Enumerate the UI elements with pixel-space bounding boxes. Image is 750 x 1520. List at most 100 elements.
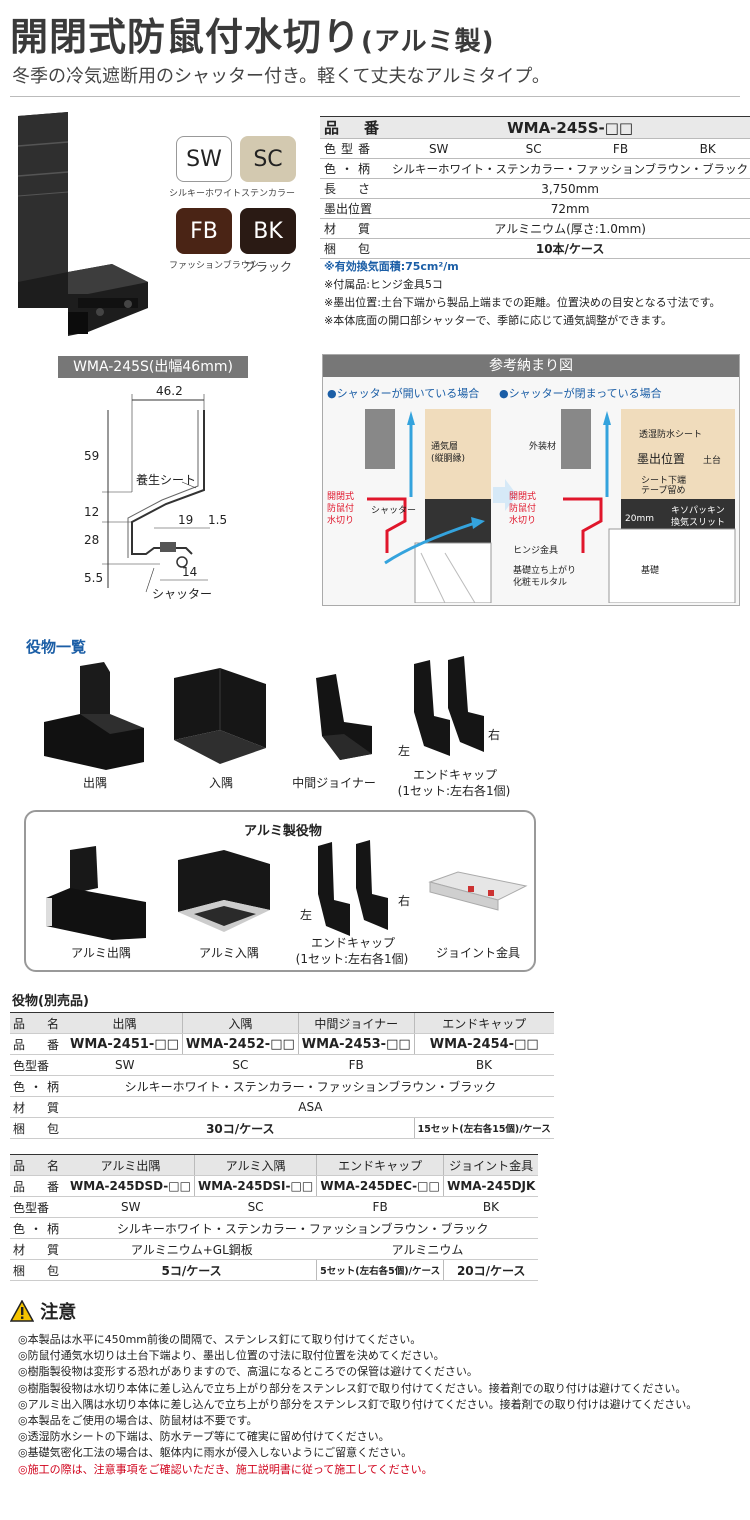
spec-label-material: 材 質	[320, 218, 389, 239]
t1-colorcode-label: 色型番	[10, 1054, 68, 1076]
label-mortar: 基礎立ち上がり	[513, 564, 576, 576]
reference-diagram: 参考納まり図 ●シャッターが開いている場合 ●シャッターが閉まっている場合 通気…	[322, 354, 740, 606]
acc-endcap-sub: (1セット:左右各1個)	[397, 784, 511, 798]
note-mark: ※墨出位置:土台下端から製品上端までの距離。位置決めの目安となる寸法です。	[324, 296, 721, 309]
t1-name-1: 入隅	[181, 1012, 299, 1034]
swatch-sc-label: ステンカラー	[240, 189, 295, 199]
label-product-right: 開閉式	[509, 490, 536, 502]
spec-pack: 10本/ケース	[388, 238, 750, 259]
t2-code-2: WMA-245DEC-□□	[316, 1175, 444, 1197]
dim-28: 28	[84, 533, 99, 547]
dim-55: 5.5	[84, 571, 103, 585]
label-packing-2: 換気スリット	[671, 516, 725, 528]
t1-name-label: 品 名	[10, 1012, 68, 1034]
t2-colorcode-2: FB	[316, 1196, 444, 1218]
page-title: 開閉式防鼠付水切り(アルミ製)	[10, 6, 495, 61]
t2-colorcode-label: 色型番	[10, 1196, 68, 1218]
t2-colorcode-1: SC	[194, 1196, 317, 1218]
t1-name-0: 出隅	[67, 1012, 183, 1034]
spec-length: 3,750mm	[388, 178, 750, 199]
t2-code-3: WMA-245DJK	[443, 1175, 539, 1197]
t2-colorcode-0: SW	[67, 1196, 195, 1218]
caution-item: ◎本製品は水平に450mm前後の間隔で、ステンレス釘にて取り付けてください。	[18, 1333, 422, 1346]
alu-endcap-right-mark: 右	[398, 894, 411, 908]
profile-diagram: 46.2 59 12 28 5.5 養生シート 19 1.5 14 シャッター	[84, 384, 227, 601]
aluminum-accessories-box	[24, 810, 536, 972]
alu-acc-joint: ジョイント金具	[435, 946, 520, 960]
t1-code-2: WMA-2453-□□	[297, 1033, 415, 1055]
t2-material-b: アルミニウム	[316, 1238, 539, 1260]
label-vent: 通気層	[431, 440, 458, 452]
label-outer: 外装材	[529, 440, 556, 452]
label-shutter-ref: シャッター	[371, 505, 416, 516]
caution-item: ◎防鼠付通気水切りは土台下端より、墨出し位置の寸法に取付位置を決めてください。	[18, 1349, 445, 1363]
accessory-table-resin: 品 名 出隅 入隅 中間ジョイナー エンドキャップ 品 番 WMA-2451-□…	[10, 1012, 554, 1139]
endcap-left-mark: 左	[398, 744, 411, 758]
outside-corner-image	[44, 662, 144, 770]
t2-pack-label: 梱 包	[10, 1259, 68, 1281]
alu-acc-inside: アルミ入隅	[199, 946, 259, 960]
alu-outside-corner-image	[46, 846, 146, 940]
swatch-bk-label: ブラック	[243, 260, 292, 274]
swatch-sw-label: シルキーホワイト	[169, 189, 242, 199]
label-product-left-2: 防鼠付	[327, 502, 354, 514]
dim-14: 14	[182, 565, 197, 579]
label-product-right-3: 水切り	[509, 514, 536, 526]
note-vent-area: ※有効換気面積:75cm²/m	[324, 260, 459, 273]
alu-title: アルミ製役物	[244, 824, 322, 839]
dim-19: 19	[178, 513, 193, 527]
t1-color-label: 色・柄	[10, 1075, 68, 1097]
t2-code-0: WMA-245DSD-□□	[67, 1175, 195, 1197]
swatch-fb-label: ファッションブラウン	[169, 261, 259, 271]
t1-code-0: WMA-2451-□□	[67, 1033, 183, 1055]
spec-label-mark: 墨出位置	[320, 198, 389, 219]
label-sheet-ref: 透湿防水シート	[639, 428, 702, 440]
t1-colorcode-3: BK	[414, 1054, 554, 1076]
t1-pack-label: 梱 包	[10, 1117, 68, 1139]
caution-item: ◎アルミ出入隅は水切り本体に差し込んで立ち上がり部分をステンレス釘で取り付けてく…	[18, 1397, 698, 1411]
spec-label-length: 長 さ	[320, 178, 389, 199]
caution-title: 注意	[40, 1302, 77, 1323]
t2-code-label: 品 番	[10, 1175, 68, 1197]
caution-item: ◎樹脂製役物は水切り本体に差し込んで立ち上がり部分をステンレス釘で取り付けてくだ…	[18, 1381, 687, 1395]
spec-colorcode-sc: SC	[489, 138, 578, 159]
warning-icon	[9, 1299, 35, 1322]
t1-code-label: 品 番	[10, 1033, 68, 1055]
t1-code-3: WMA-2454-□□	[413, 1033, 554, 1055]
t2-name-2: エンドキャップ	[316, 1154, 444, 1176]
t2-name-0: アルミ出隅	[67, 1154, 195, 1176]
dim-12: 12	[84, 505, 99, 519]
swatch-sc: SC	[240, 136, 296, 182]
profile-tag: WMA-245S(出幅46mm)	[58, 356, 248, 378]
spec-product-code: WMA-245S-□□	[388, 116, 750, 139]
spec-colorcode-fb: FB	[577, 138, 664, 159]
swatch-fb: FB	[176, 208, 232, 254]
spec-colorcode-bk: BK	[663, 138, 750, 159]
t2-name-1: アルミ入隅	[193, 1154, 317, 1176]
label-vent2: (縦胴縁)	[431, 452, 465, 464]
title-main: 開閉式防鼠付水切り	[10, 15, 362, 59]
acc-inside-corner: 入隅	[208, 776, 233, 790]
alu-acc-outside: アルミ出隅	[71, 946, 131, 960]
spec-head-label: 品 番	[320, 116, 389, 139]
alu-endcap-left-mark: 左	[300, 908, 313, 922]
label-sheet: 養生シート	[136, 472, 196, 487]
t2-pack-a: 5コ/ケース	[67, 1259, 317, 1281]
spec-colorcode-sw: SW	[388, 138, 490, 159]
caution-notes: ◎本製品は水平に450mm前後の間隔で、ステンレス釘にて取り付けてください。 ◎…	[18, 1332, 738, 1478]
dim-59: 59	[84, 449, 99, 463]
dim-15: 1.5	[208, 513, 227, 527]
label-product-right-2: 防鼠付	[509, 502, 536, 514]
t2-name-3: ジョイント金具	[443, 1154, 539, 1176]
t2-pack-c: 20コ/ケース	[443, 1259, 539, 1281]
joint-bracket-image	[428, 871, 528, 911]
label-base: 土台	[703, 454, 721, 466]
alu-inside-corner-image	[178, 850, 270, 932]
t1-pack-b: 15セット(左右各15個)/ケース	[413, 1117, 554, 1139]
spec-material: アルミニウム(厚さ:1.0mm)	[388, 218, 750, 239]
acc-outside-corner: 出隅	[82, 776, 107, 790]
alu-acc-endcap: エンドキャップ	[310, 936, 395, 950]
spec-color: シルキーホワイト・ステンカラー・ファッションブラウン・ブラック	[388, 158, 750, 179]
caution-item: ◎透湿防水シートの下端は、防水テープ等にて確実に留め付けてください。	[18, 1430, 390, 1444]
spec-table: 品 番 WMA-245S-□□ 色型番 SW SC FB BK 色・柄シルキーホ…	[320, 116, 750, 259]
